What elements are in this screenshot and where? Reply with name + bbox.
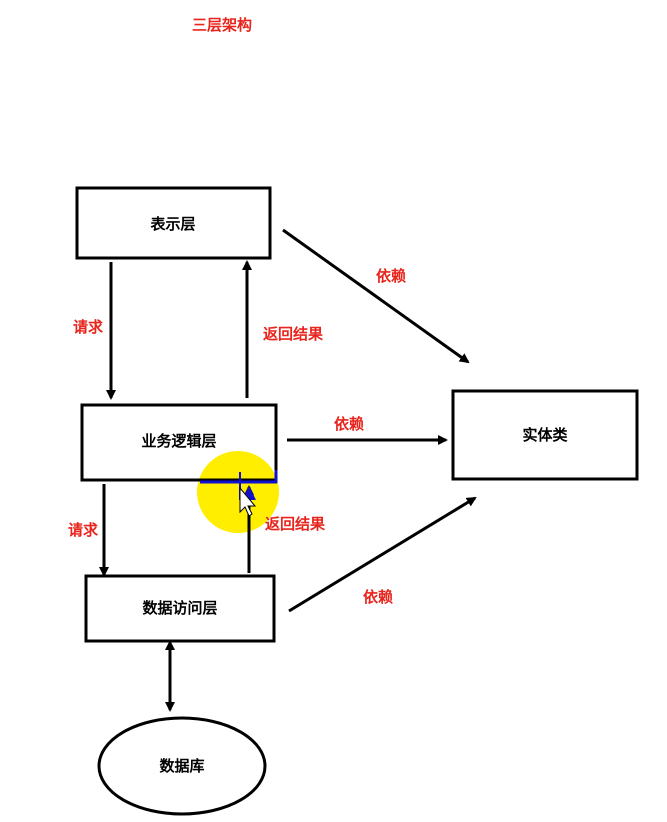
edge-label-request-1: 请求 [73, 318, 104, 336]
node-label: 数据库 [159, 757, 204, 775]
edge-label-depend-2: 依赖 [334, 415, 364, 433]
node-data-access-layer[interactable]: 数据访问层 [84, 574, 276, 643]
node-presentation-layer[interactable]: 表示层 [75, 186, 272, 260]
mouse-cursor-icon [239, 486, 257, 517]
node-label: 表示层 [150, 215, 195, 233]
edge-label-depend-3: 依赖 [363, 588, 393, 606]
edge-label-request-2: 请求 [68, 521, 99, 539]
cursor-highlight [197, 451, 279, 533]
node-entity[interactable]: 实体类 [451, 389, 639, 481]
node-business-layer[interactable]: 业务逻辑层 [80, 403, 278, 482]
diagram-title: 三层架构 [192, 16, 252, 34]
node-database[interactable]: 数据库 [97, 716, 267, 816]
edge-label-return-1: 返回结果 [263, 325, 324, 343]
arrow-depend-1 [282, 228, 470, 364]
node-label: 实体类 [522, 426, 568, 444]
node-label: 业务逻辑层 [141, 432, 216, 450]
edge-label-return-2: 返回结果 [265, 515, 326, 533]
edge-label-depend-1: 依赖 [376, 267, 406, 285]
arrow-depend-3 [288, 496, 477, 613]
node-label: 数据访问层 [142, 599, 217, 617]
